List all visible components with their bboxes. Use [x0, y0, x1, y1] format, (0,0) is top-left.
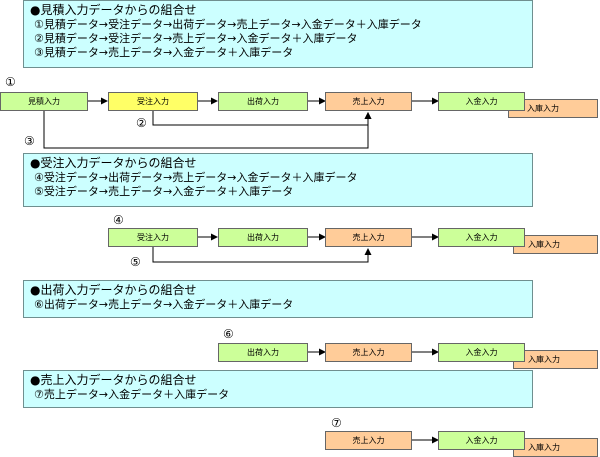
marker-3: ③	[24, 134, 35, 148]
box-shipment: 出荷入力	[218, 228, 308, 247]
panel-line: ③見積データ→売上データ→入金データ＋入庫データ	[34, 46, 294, 59]
panel-line: ①見積データ→受注データ→出荷データ→売上データ→入金データ＋入庫データ	[34, 18, 422, 31]
panel-order-combinations: ●受注入力データからの組合せ ④受注データ→出荷データ→売上データ→入金データ＋…	[23, 153, 533, 207]
panel-line: ⑤受注データ→売上データ→入金データ＋入庫データ	[34, 185, 294, 198]
box-order: 受注入力	[108, 92, 198, 111]
panel-heading: ●売上入力データからの組合せ	[30, 373, 197, 387]
warehousing-label: 入庫入力	[527, 104, 559, 113]
box-warehousing: 入庫入力	[513, 438, 598, 457]
box-sales: 売上入力	[325, 228, 412, 247]
box-warehousing: 入庫入力	[513, 235, 598, 254]
marker-7: ⑦	[331, 416, 342, 430]
route-3-estimate-to-sales	[43, 110, 372, 149]
box-order: 受注入力	[108, 228, 198, 247]
panel-heading: ●受注入力データからの組合せ	[30, 156, 197, 170]
box-sales: 売上入力	[325, 92, 412, 111]
marker-1: ①	[5, 75, 16, 89]
box-shipment: 出荷入力	[218, 343, 308, 362]
warehousing-label: 入庫入力	[528, 240, 560, 249]
box-shipment: 出荷入力	[218, 92, 308, 111]
box-payment: 入金入力	[438, 228, 525, 247]
panel-line: ②見積データ→受注データ→売上データ→入金データ＋入庫データ	[34, 32, 358, 45]
box-payment: 入金入力	[438, 431, 525, 450]
box-payment: 入金入力	[438, 343, 525, 362]
panel-heading: ●見積入力データからの組合せ	[30, 3, 197, 17]
panel-line: ⑥出荷データ→売上データ→入金データ＋入庫データ	[34, 298, 294, 311]
marker-5: ⑤	[130, 255, 141, 269]
box-estimate: 見積入力	[0, 92, 88, 111]
panel-shipment-combinations: ●出荷入力データからの組合せ ⑥出荷データ→売上データ→入金データ＋入庫データ	[23, 280, 533, 318]
panel-line: ⑦売上データ→入金データ＋入庫データ	[34, 388, 230, 401]
marker-2: ②	[136, 116, 147, 130]
warehousing-label: 入庫入力	[528, 355, 560, 364]
panel-sales-combinations: ●売上入力データからの組合せ ⑦売上データ→入金データ＋入庫データ	[23, 370, 533, 408]
marker-4: ④	[113, 213, 124, 227]
warehousing-label: 入庫入力	[528, 443, 560, 452]
panel-line: ④受注データ→出荷データ→売上データ→入金データ＋入庫データ	[34, 171, 358, 184]
marker-6: ⑥	[223, 327, 234, 341]
box-payment: 入金入力	[438, 92, 525, 111]
route-2-order-to-sales	[152, 110, 372, 126]
route-5-order-to-sales	[152, 246, 372, 263]
box-sales: 売上入力	[325, 343, 412, 362]
panel-estimate-combinations: ●見積入力データからの組合せ ①見積データ→受注データ→出荷データ→売上データ→…	[23, 0, 533, 68]
box-warehousing: 入庫入力	[513, 350, 598, 369]
panel-heading: ●出荷入力データからの組合せ	[30, 283, 197, 297]
box-sales: 売上入力	[325, 431, 412, 450]
